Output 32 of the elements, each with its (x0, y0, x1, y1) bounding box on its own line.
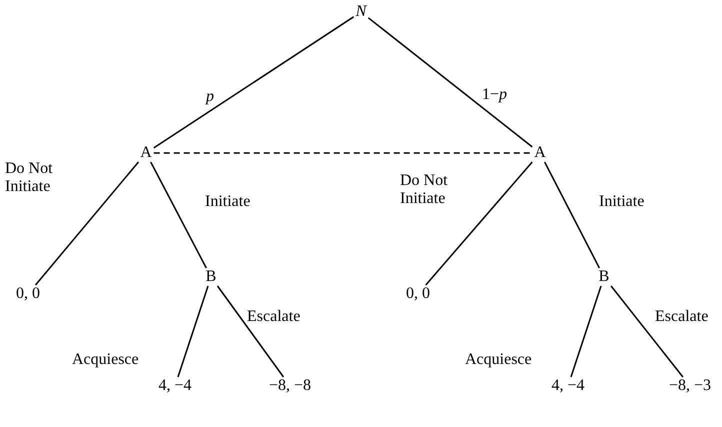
edge-label: Escalate (247, 308, 300, 326)
edge-label: Acquiesce (465, 351, 532, 370)
branch-line (570, 286, 602, 378)
edge-label: Initiate (599, 193, 644, 212)
edge-label: Do Not Initiate (400, 172, 449, 209)
branch-line (216, 286, 284, 378)
player-node-label: A (138, 144, 154, 162)
edge-label: Do Not Initiate (5, 160, 54, 197)
branch-line (425, 162, 533, 286)
payoff-label: −8, −8 (266, 377, 314, 395)
information-set-line (154, 152, 532, 154)
edge-label: Initiate (205, 193, 250, 212)
player-node-label: B (204, 268, 218, 286)
edge-label: p (206, 88, 214, 106)
edge-label: Acquiesce (72, 351, 139, 370)
payoff-label: 4, −4 (156, 377, 194, 395)
payoff-label: 0, 0 (404, 285, 432, 303)
branch-line (150, 162, 207, 268)
branch-line (153, 16, 354, 149)
edge-label: 1−p (482, 86, 508, 104)
chance-node-label: N (354, 3, 368, 21)
player-node-label: A (532, 144, 548, 162)
branch-line (34, 162, 140, 286)
branch-line (610, 286, 684, 378)
branch-line (544, 162, 600, 268)
branch-line (368, 17, 533, 148)
edge-label: Escalate (655, 308, 708, 326)
payoff-label: 4, −4 (549, 377, 587, 395)
payoff-label: 0, 0 (14, 285, 42, 303)
payoff-label: −8, −3 (666, 377, 714, 395)
player-node-label: B (596, 268, 612, 286)
branch-line (177, 286, 209, 378)
